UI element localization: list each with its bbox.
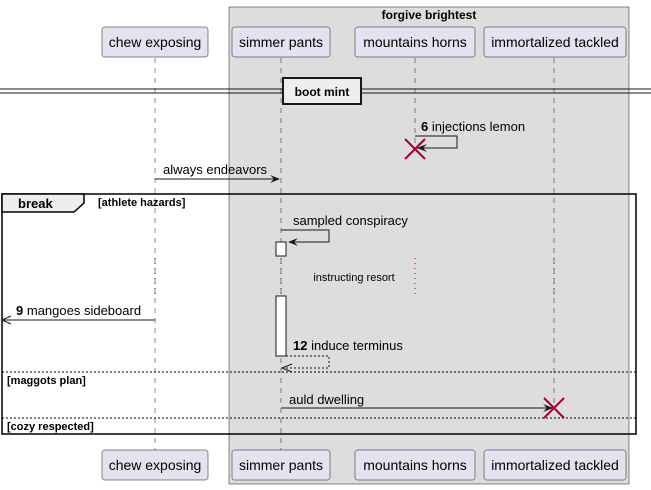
participant-chew-exposing-top[interactable]: chew exposing — [101, 26, 209, 58]
message-text: induce terminus — [311, 338, 403, 353]
box-title: forgive brightest — [382, 8, 477, 22]
participant-label: immortalized tackled — [491, 457, 619, 473]
participant-label: chew exposing — [109, 34, 202, 50]
delay-label: instructing resort — [313, 272, 394, 284]
destroy-icon — [404, 138, 426, 160]
participant-simmer-pants-bottom[interactable]: simmer pants — [231, 449, 331, 481]
lifelines — [154, 58, 555, 450]
message-number: 12 — [293, 338, 307, 353]
participant-label: mountains horns — [363, 34, 467, 50]
svg-text:12 induce terminus: 12 induce terminus — [293, 338, 403, 353]
participant-simmer-pants-top[interactable]: simmer pants — [231, 26, 331, 58]
participant-label: chew exposing — [109, 457, 202, 473]
fragment-guard: [maggots plan] — [7, 375, 86, 387]
message-number: 6 — [421, 119, 428, 134]
participant-mountains-horns-top[interactable]: mountains horns — [354, 26, 476, 58]
participant-label: immortalized tackled — [491, 34, 619, 50]
message-injections-lemon: 6 injections lemon — [404, 119, 525, 160]
delay-section: instructing resort — [154, 258, 555, 294]
participant-label: simmer pants — [239, 457, 323, 473]
fragment-guard: [athlete hazards] — [98, 197, 186, 209]
message-text: auld dwelling — [289, 392, 364, 407]
divider-label: boot mint — [295, 85, 350, 99]
fragment-guard: [cozy respected] — [7, 421, 94, 433]
message-sampled-conspiracy: sampled conspiracy — [281, 213, 408, 246]
destroy-icon — [543, 397, 565, 419]
fragment-break: break [athlete hazards] [maggots plan] [… — [1, 193, 637, 435]
svg-text:6 injections lemon: 6 injections lemon — [421, 119, 525, 134]
message-text: injections lemon — [432, 119, 525, 134]
participant-immortalized-tackled-top[interactable]: immortalized tackled — [483, 26, 627, 58]
message-auld-dwelling: auld dwelling — [281, 392, 565, 419]
message-mangoes-sideboard: 9 mangoes sideboard — [0, 303, 155, 325]
message-number: 9 — [16, 303, 23, 318]
svg-text:9 mangoes sideboard: 9 mangoes sideboard — [16, 303, 141, 318]
divider-boot-mint: boot mint — [0, 77, 651, 105]
participant-immortalized-tackled-bottom[interactable]: immortalized tackled — [483, 449, 627, 481]
message-induce-terminus: 12 induce terminus — [280, 338, 403, 373]
participant-chew-exposing-bottom[interactable]: chew exposing — [101, 449, 209, 481]
participant-label: simmer pants — [239, 34, 323, 50]
message-text: always endeavors — [163, 162, 268, 177]
participant-label: mountains horns — [363, 457, 467, 473]
message-text: mangoes sideboard — [27, 303, 141, 318]
activation-simmer-pants — [275, 241, 287, 357]
fragment-keyword: break — [18, 196, 53, 211]
participant-mountains-horns-bottom[interactable]: mountains horns — [354, 449, 476, 481]
message-text: sampled conspiracy — [293, 213, 408, 228]
message-always-endeavors: always endeavors — [155, 162, 280, 183]
